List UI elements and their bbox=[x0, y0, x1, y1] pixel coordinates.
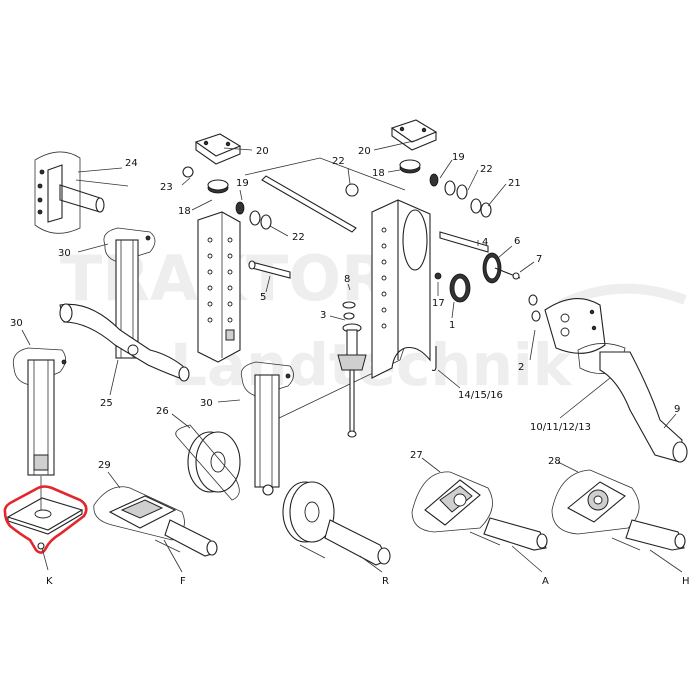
part-5-pin bbox=[248, 260, 291, 279]
part-23-nut bbox=[182, 166, 194, 178]
label-22-center: 22 bbox=[332, 156, 345, 167]
label-7: 7 bbox=[536, 254, 542, 265]
part-6-gear bbox=[482, 252, 521, 284]
label-K: K bbox=[46, 576, 53, 587]
part-7-washer bbox=[512, 272, 520, 280]
part-20-top-plate-right bbox=[390, 119, 438, 151]
leader-lines bbox=[21, 139, 683, 573]
label-20-right: 20 bbox=[358, 146, 371, 157]
label-1: 1 bbox=[449, 320, 455, 331]
leader-lines-top bbox=[244, 157, 406, 191]
right-gearbox-column bbox=[371, 199, 431, 379]
part-27-A-bracket bbox=[411, 471, 548, 551]
label-5: 5 bbox=[260, 292, 266, 303]
part-22-washers-right bbox=[345, 180, 468, 200]
long-rod bbox=[261, 175, 357, 233]
label-18-right: 18 bbox=[372, 168, 385, 179]
label-22-left: 22 bbox=[292, 232, 305, 243]
part-2-bracket bbox=[528, 294, 606, 354]
part-20-top-plate-left bbox=[194, 133, 242, 165]
label-26: 26 bbox=[156, 406, 169, 417]
part-21-washers bbox=[470, 198, 492, 218]
part-14-15-16-handle bbox=[431, 346, 437, 372]
label-6: 6 bbox=[514, 236, 520, 247]
label-10-11-12-13: 10/11/12/13 bbox=[530, 422, 591, 433]
label-21: 21 bbox=[508, 178, 521, 189]
part-9-arm bbox=[577, 343, 688, 463]
label-23: 23 bbox=[160, 182, 173, 193]
part-30-left-pillar bbox=[12, 347, 67, 476]
label-17: 17 bbox=[432, 298, 445, 309]
left-tube-column bbox=[197, 211, 241, 363]
part-3-jack-screw bbox=[337, 323, 367, 438]
part-19-bearing-left bbox=[235, 201, 245, 215]
part-28-H-bracket bbox=[551, 469, 686, 551]
label-28: 28 bbox=[548, 456, 561, 467]
part-1-ring bbox=[449, 273, 471, 303]
part-29-F-bracket bbox=[93, 486, 218, 557]
label-18-left: 18 bbox=[178, 206, 191, 217]
part-8-screw-nut bbox=[342, 301, 356, 320]
label-F: F bbox=[180, 576, 186, 587]
part-22-washer-left bbox=[249, 210, 272, 230]
label-4: 4 bbox=[482, 237, 488, 248]
label-19-left: 19 bbox=[236, 178, 249, 189]
label-8: 8 bbox=[344, 274, 350, 285]
label-R: R bbox=[382, 576, 389, 587]
label-30-upper: 30 bbox=[58, 248, 71, 259]
highlight-outline-K bbox=[3, 485, 88, 554]
label-H: H bbox=[682, 576, 690, 587]
part-number-labels: 20 23 19 18 22 5 22 20 18 19 22 21 4 6 7… bbox=[10, 146, 690, 587]
label-20-left: 20 bbox=[256, 146, 269, 157]
label-19-right: 19 bbox=[452, 152, 465, 163]
label-14-15-16: 14/15/16 bbox=[458, 390, 503, 401]
label-30-center: 30 bbox=[200, 398, 213, 409]
part-26-wheel bbox=[187, 431, 241, 493]
label-22-right: 22 bbox=[480, 164, 493, 175]
part-30-center-pillar bbox=[240, 361, 294, 488]
label-29: 29 bbox=[98, 460, 111, 471]
label-27: 27 bbox=[410, 450, 423, 461]
part-R-wheel-arm bbox=[175, 424, 391, 566]
part-18-spindle-housing-left bbox=[207, 179, 229, 194]
part-18-spindle-housing-right bbox=[399, 159, 421, 174]
part-17-nut bbox=[434, 272, 442, 280]
part-19-bearing-right bbox=[429, 173, 439, 187]
label-A: A bbox=[542, 576, 549, 587]
label-25: 25 bbox=[100, 398, 113, 409]
label-9: 9 bbox=[674, 404, 680, 415]
label-30-left: 30 bbox=[10, 318, 23, 329]
part-4-crank-shaft bbox=[439, 231, 489, 253]
part-K-foot-plate bbox=[6, 476, 84, 550]
label-24: 24 bbox=[125, 158, 138, 169]
part-25-support-arm bbox=[59, 303, 190, 382]
part-24-axle-assembly bbox=[34, 151, 123, 234]
label-3: 3 bbox=[320, 310, 326, 321]
label-2: 2 bbox=[518, 362, 524, 373]
